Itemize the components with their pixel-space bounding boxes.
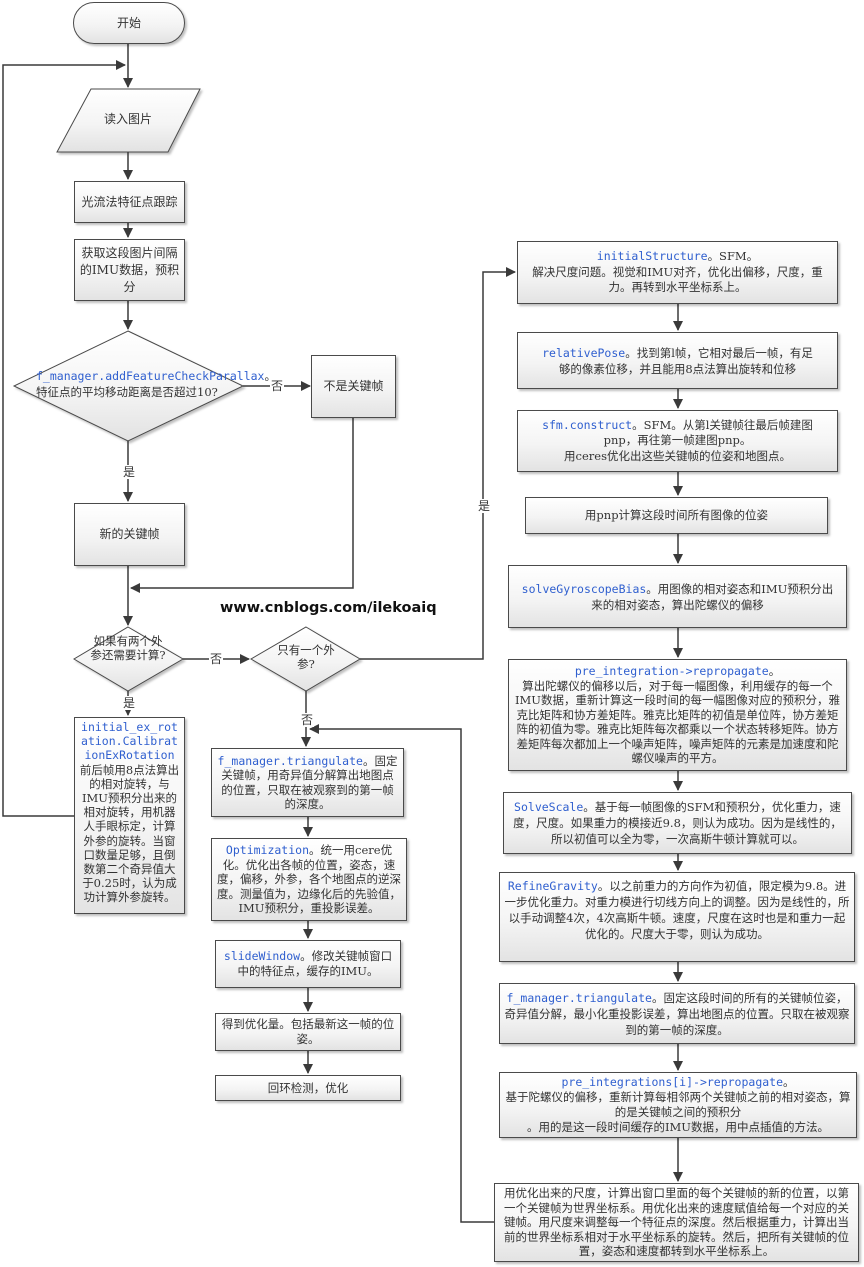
new-keyframe-node[interactable]: 新的关键帧 — [74, 503, 185, 566]
initial-structure-code: initialStructure — [596, 249, 708, 264]
triangulate-right-text: 。固定这段时间的所有的关键帧位姿，奇异值分解，最小化重投影误差，算出地图点的位置… — [504, 990, 850, 1037]
initial-structure-node[interactable]: initialStructure。SFM。 解决尺度问题。视觉和IMU对齐，优化… — [517, 241, 838, 304]
solve-scale-node[interactable]: SolveScale。基于每一帧图像的SFM和预积分，优化重力，速度，尺度。如果… — [503, 792, 852, 854]
slide-window-node[interactable]: slideWindow。修改关键帧窗口中的特征点，缓存的IMU。 — [215, 940, 401, 988]
edge-label-yes: 是 — [122, 465, 137, 479]
relative-pose-text: 。找到第l帧，它相对最后一帧，有足够的像素位移，并且能用8点法算出旋转和位移 — [558, 345, 813, 376]
not-keyframe-label: 不是关键帧 — [323, 379, 384, 393]
optical-flow-label: 光流法特征点跟踪 — [81, 194, 178, 209]
world-frame-node[interactable]: 用优化出来的尺度，计算出窗口里面的每个关键帧的新的位置，以第一个关键帧为世界坐标… — [494, 1183, 859, 1262]
ex-rotation-text: 前后帧用8点法算出的相对旋转，与IMU预积分出来的相对旋转，用机器人手眼标定，计… — [79, 762, 180, 905]
repropagate-text1: 。 — [768, 663, 781, 678]
read-image-shape — [56, 88, 201, 153]
loop-closure-label: 回环检测，优化 — [267, 1080, 349, 1095]
world-frame-label: 用优化出来的尺度，计算出窗口里面的每个关键帧的新的位置，以第一个关键帧为世界坐标… — [504, 1186, 849, 1259]
not-keyframe-node[interactable]: 不是关键帧 — [311, 355, 396, 418]
refine-gravity-text: 。以之前重力的方向作为初值，限定模为9.8。进一步优化重力。对重力模进行切线方向… — [504, 879, 850, 941]
read-image-label: 读入图片 — [103, 112, 152, 126]
watermark: www.cnblogs.com/ilekoaiq — [220, 600, 437, 616]
two-extrinsics-node[interactable]: 如果有两个外参还需要计算? — [90, 634, 166, 662]
triangulate-right-code: f_manager.triangulate — [506, 990, 652, 1005]
edge-label-no: 否 — [300, 713, 315, 727]
ex-rotation-code: initial_ex_rotation.CalibrationExRotatio… — [81, 720, 178, 763]
slide-window-code: slideWindow — [223, 949, 301, 963]
start-label: 开始 — [116, 15, 141, 30]
optimization-node[interactable]: Optimization。统一用cere优化。优化出各帧的位置，姿态，速度，偏移… — [211, 838, 407, 921]
optical-flow-node[interactable]: 光流法特征点跟踪 — [74, 181, 185, 223]
edge-one-yes — [360, 267, 516, 660]
sfm-construct-text2: 用ceres优化出这些关键帧的位姿和地图点。 — [564, 448, 791, 463]
one-extrinsic-label: 只有一个外参? — [277, 643, 335, 671]
pnp-all-label: 用pnp计算这段时间所有图像的位姿 — [584, 508, 769, 522]
initial-structure-text2: 解决尺度问题。视觉和IMU对齐，优化出偏移，尺度，重力。再转到水平坐标系上。 — [532, 264, 823, 295]
two-extrinsics-label: 如果有两个外参还需要计算? — [90, 634, 166, 662]
repropagate-code: pre_integration->repropagate — [574, 663, 769, 678]
parallax-check-node[interactable]: f_manager.addFeatureCheckParallax。特征点的平均… — [36, 368, 276, 400]
parallax-check-code: f_manager.addFeatureCheckParallax — [36, 369, 265, 383]
sfm-construct-text1: 。SFM。从第l关键帧往最后帧建图pnp，再往第一帧建图pnp。 — [603, 417, 813, 448]
repropagate-all-text3: 。用的是这一段时间缓存的IMU数据，用中点插值的方法。 — [526, 1120, 829, 1134]
one-extrinsic-node[interactable]: 只有一个外参? — [272, 643, 340, 671]
gyro-bias-code: solveGyroscopeBias — [521, 581, 647, 596]
solve-scale-text: 。基于每一帧图像的SFM和预积分，优化重力，速度，尺度。如果重力的模接近9.8，… — [513, 800, 842, 846]
pnp-all-node[interactable]: 用pnp计算这段时间所有图像的位姿 — [525, 497, 828, 534]
parallax-check-text: 。特征点的平均移动距离是否超过10? — [36, 369, 276, 399]
repropagate-text2: 算出陀螺仪的偏移以后，对于每一幅图像，利用缓存的每一个IMU数据，重新计算这一段… — [514, 678, 840, 766]
repropagate-node[interactable]: pre_integration->repropagate。 算出陀螺仪的偏移以后… — [508, 659, 847, 771]
edge-label-no: 否 — [270, 379, 285, 393]
triangulate-right-node[interactable]: f_manager.triangulate。固定这段时间的所有的关键帧位姿，奇异… — [499, 983, 855, 1044]
ex-rotation-node[interactable]: initial_ex_rotation.CalibrationExRotatio… — [74, 717, 185, 914]
edge-label-yes: 是 — [122, 696, 137, 710]
imu-preintegrate-node[interactable]: 获取这段图片间隔的IMU数据，预积分 — [74, 239, 185, 301]
optimization-code: Optimization — [225, 843, 310, 858]
imu-preintegrate-label: 获取这段图片间隔的IMU数据，预积分 — [79, 245, 180, 294]
repropagate-all-code: pre_integrations[i]->repropagate — [561, 1075, 784, 1089]
refine-gravity-node[interactable]: RefineGravity。以之前重力的方向作为初值，限定模为9.8。进一步优化… — [499, 872, 855, 962]
optimization-text: 。统一用cere优化。优化出各帧的位置，姿态，速度，偏移，外参，各个地图点的逆深… — [217, 843, 401, 916]
relative-pose-code: relativePose — [542, 345, 626, 360]
edge-label-yes: 是 — [477, 499, 492, 513]
loop-closure-node[interactable]: 回环检测，优化 — [215, 1075, 401, 1101]
repropagate-all-text2: 基于陀螺仪的偏移，重新计算每相邻两个关键帧之前的相对姿态，算的是关键帧之间的预积… — [505, 1090, 851, 1119]
relative-pose-node[interactable]: relativePose。找到第l帧，它相对最后一帧，有足够的像素位移，并且能用… — [517, 332, 838, 389]
triangulate-left-code: f_manager.triangulate — [217, 753, 363, 768]
solve-scale-code: SolveScale — [514, 800, 584, 814]
repropagate-all-node[interactable]: pre_integrations[i]->repropagate。 基于陀螺仪的… — [499, 1072, 857, 1138]
edge-loop-back-top — [2, 60, 126, 817]
gyro-bias-text: 。用图像的相对姿态和IMU预积分出来的相对姿态，算出陀螺仪的偏移 — [591, 581, 834, 612]
repropagate-all-text1: 。 — [783, 1075, 795, 1089]
initial-structure-text1: 。SFM。 — [707, 249, 759, 264]
sfm-construct-node[interactable]: sfm.construct。SFM。从第l关键帧往最后帧建图pnp，再往第一帧建… — [517, 410, 838, 472]
start-node[interactable]: 开始 — [73, 2, 185, 44]
slide-window-text: 。修改关键帧窗口中的特征点，缓存的IMU。 — [237, 949, 393, 978]
edge-label-no: 否 — [209, 652, 224, 666]
get-result-label: 得到优化量。包括最新这一帧的位姿。 — [221, 1017, 395, 1046]
edge-notkey-merge — [130, 418, 354, 593]
gyro-bias-node[interactable]: solveGyroscopeBias。用图像的相对姿态和IMU预积分出来的相对姿… — [508, 565, 847, 628]
read-image-node[interactable]: 读入图片 — [80, 111, 176, 128]
triangulate-left-node[interactable]: f_manager.triangulate。固定关键帧，用奇异值分解算出地图点的… — [211, 748, 404, 817]
refine-gravity-code: RefineGravity — [507, 879, 598, 893]
triangulate-left-text: 。固定关键帧，用奇异值分解算出地图点的位置，只取在被观察到的第一帧的深度。 — [221, 753, 398, 812]
new-keyframe-label: 新的关键帧 — [99, 527, 160, 541]
get-result-node[interactable]: 得到优化量。包括最新这一帧的位姿。 — [215, 1013, 401, 1051]
edge-world-loop — [309, 724, 494, 1223]
sfm-construct-code: sfm.construct — [542, 417, 633, 432]
